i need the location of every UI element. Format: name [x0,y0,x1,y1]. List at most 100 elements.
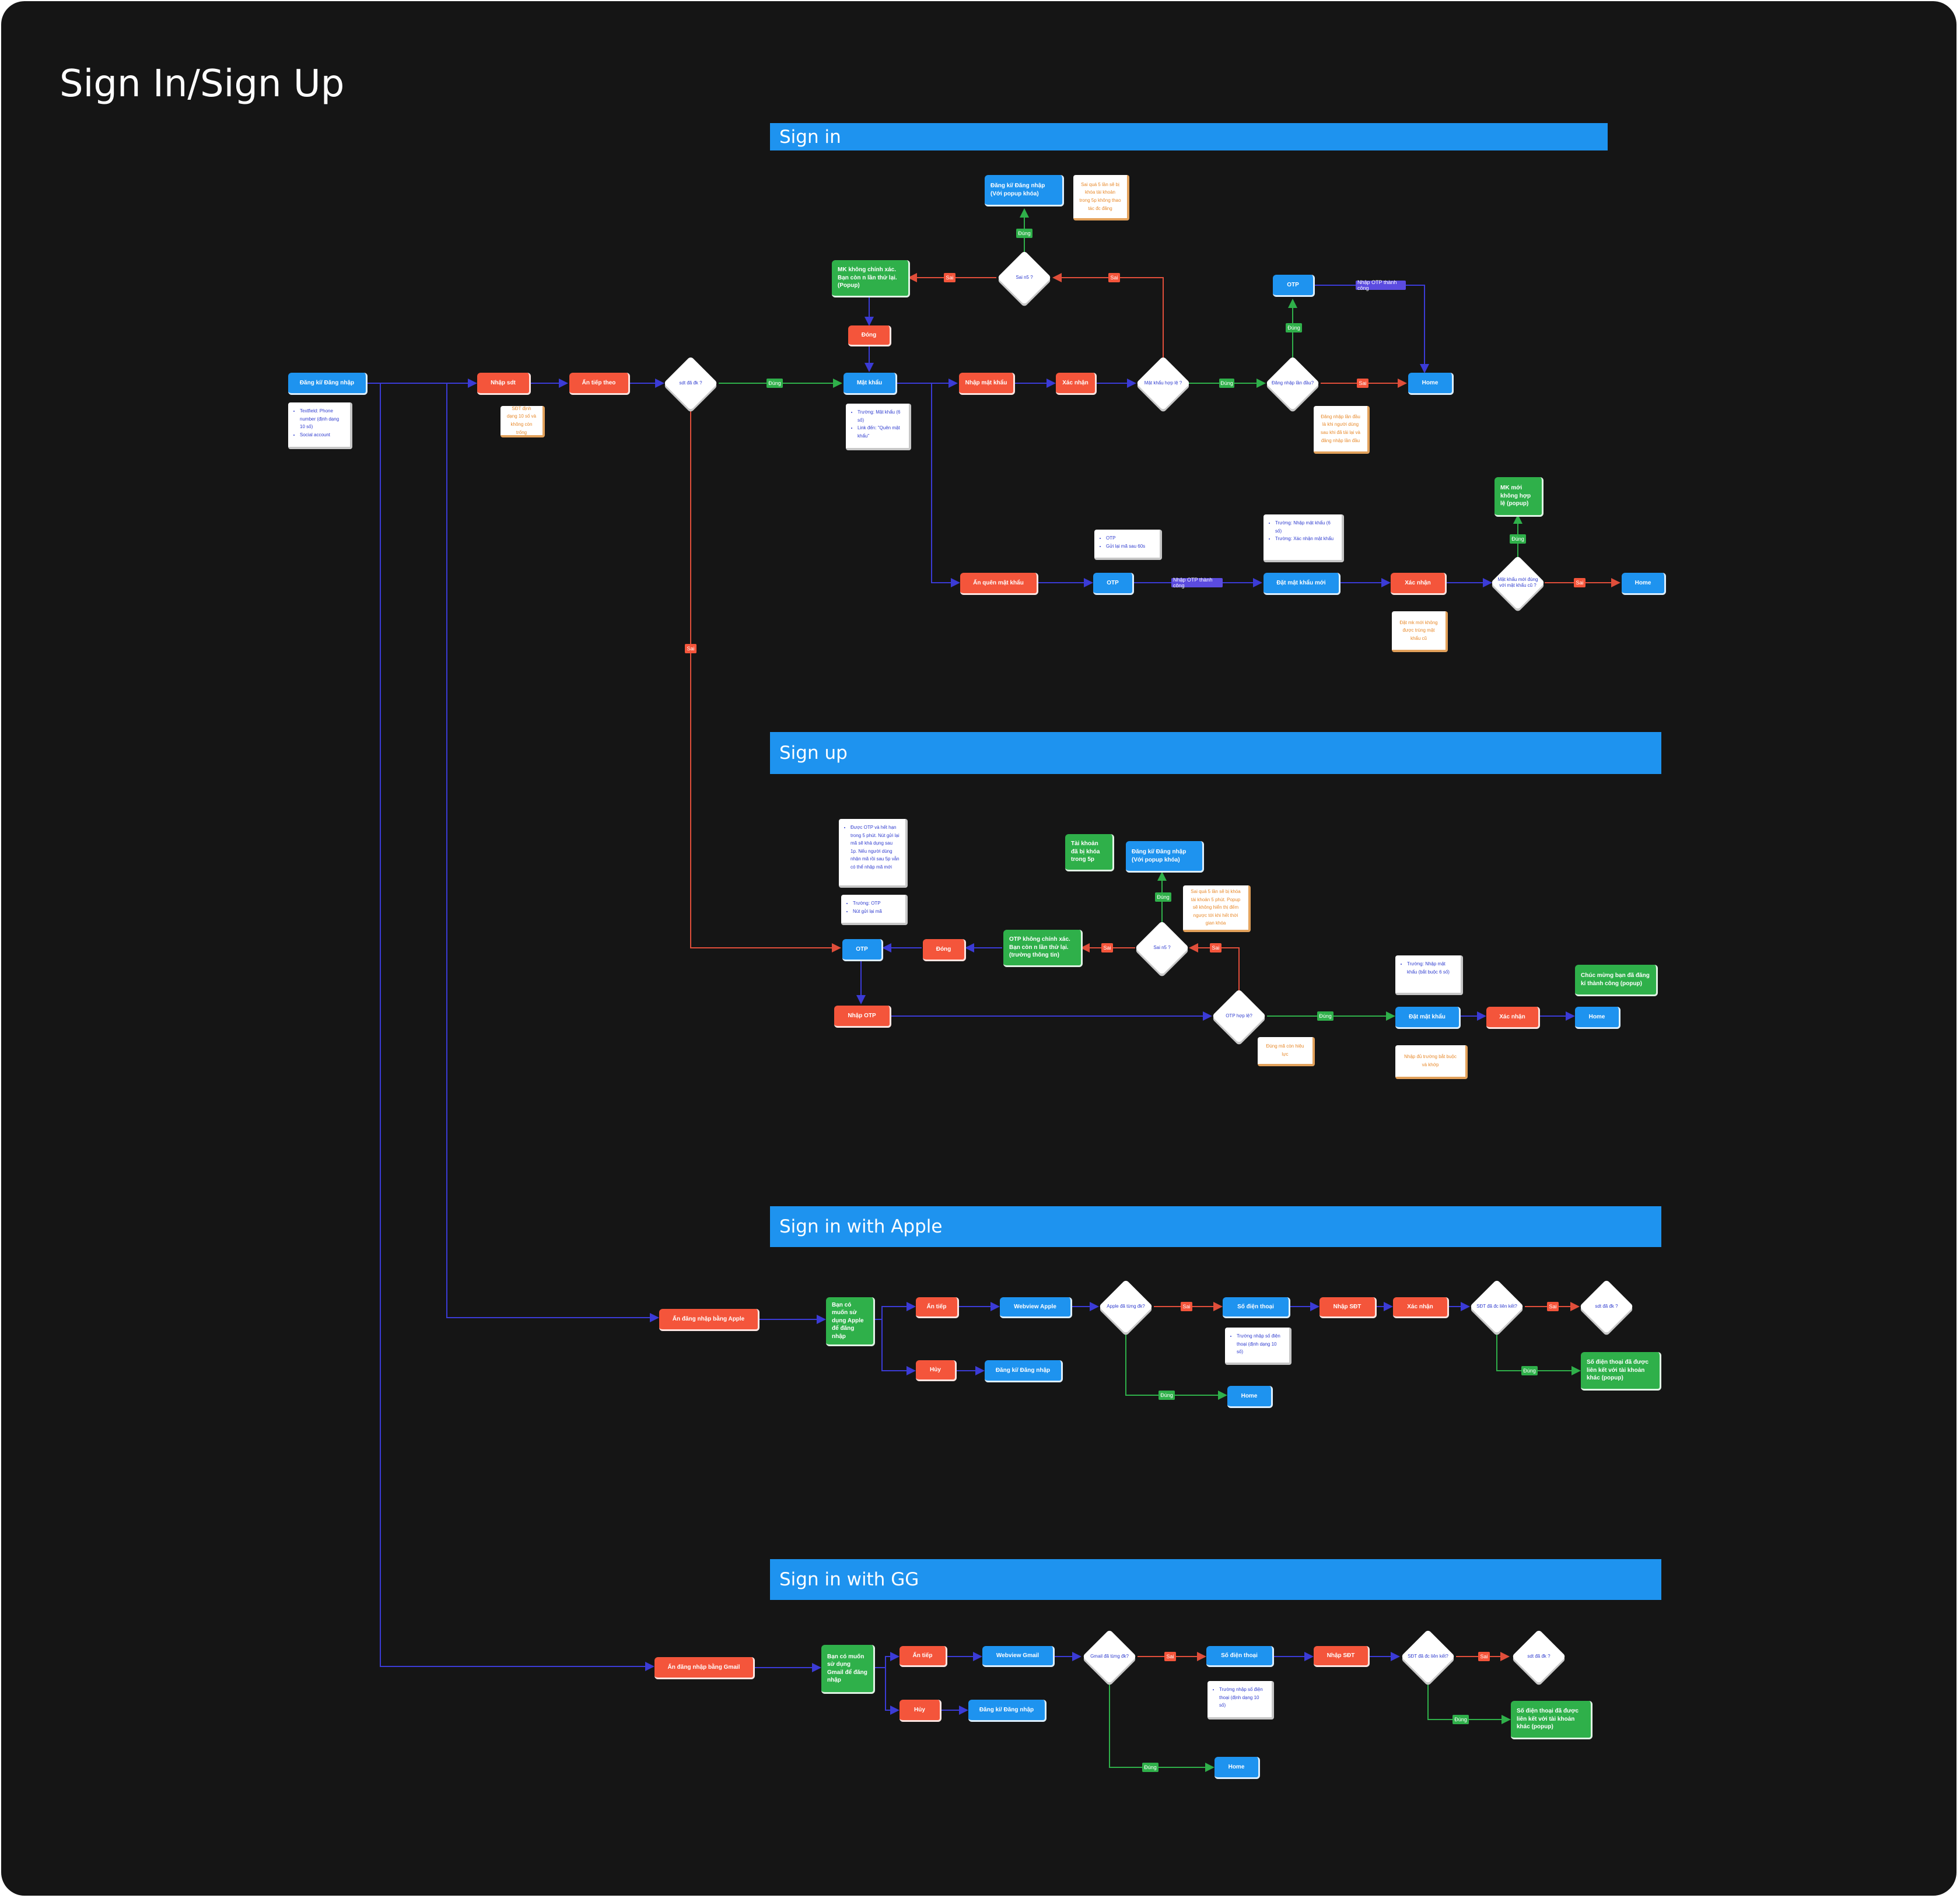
gmail-phone-linked-popup-node[interactable]: Số điện thoại đã được liên kết với tài k… [1511,1701,1592,1739]
edge-label-yes: Đúng [1142,1763,1158,1772]
apple-enter-phone-node[interactable]: Nhập SĐT [1320,1297,1377,1318]
decision-label: sdt đã đk ? [1595,1303,1618,1309]
note-item: Trường: OTP [853,899,900,908]
edge-label-no: Sai [1164,1652,1176,1661]
section-banner-sign-in-apple: Sign in with Apple [770,1206,1661,1247]
note-item: Trường: Nhập mật khẩu (6 số) [1275,519,1336,535]
decision-label: SĐT đã đc liên kết? [1476,1303,1517,1309]
connector [874,1652,900,1668]
signup-password-fields-note: Trường: Nhập mật khẩu (bắt buộc 6 số) [1395,955,1463,995]
set-new-password-node[interactable]: Đặt mật khẩu mới [1264,573,1340,595]
edge-label-yes: Đúng [1155,892,1171,902]
gmail-home-node[interactable]: Home [1214,1757,1260,1779]
connector [885,1668,900,1715]
note-item: Được OTP và hết hạn trong 5 phút. Nút gử… [850,824,900,871]
edge-label-yes: Đúng [1521,1366,1538,1375]
connector [874,1302,916,1320]
wrong-password-popup-node[interactable]: MK không chính xác. Bạn còn n lần thử lạ… [832,260,910,297]
start-node[interactable]: Đăng kí/ Đăng nhập [288,373,368,395]
otp-reset-node[interactable]: OTP [1093,573,1134,595]
signup-home-node[interactable]: Home [1575,1007,1620,1029]
apple-confirm-prompt-node[interactable]: Bạn có muốn sử dụng Apple để đăng nhập [826,1297,875,1346]
note-item: Trường: Xác nhận mật khẩu [1275,535,1336,543]
decision-label: sdt đã đk ? [679,380,702,386]
signup-otp-node[interactable]: OTP [842,939,883,961]
apple-phone-linked-popup-node[interactable]: Số điện thoại đã được liên kết với tài k… [1581,1352,1661,1391]
apple-webview-node[interactable]: Webview Apple [1000,1297,1072,1318]
decision-label: Gmail đã từng đk? [1090,1653,1129,1659]
gmail-enter-phone-node[interactable]: Nhập SĐT [1314,1646,1370,1667]
apple-confirm-node[interactable]: Xác nhận [1393,1297,1449,1318]
confirm-new-password-node[interactable]: Xác nhận [1391,573,1447,595]
note-item: Gửi lại mã sau 60s [1106,542,1154,551]
confirm-node[interactable]: Xác nhận [1056,373,1097,395]
locked-popup-node[interactable]: Đăng kí/ Đăng nhập (Với popup khóa) [985,175,1064,206]
signup-close-node[interactable]: Đóng [923,939,966,961]
signup-otp-fields-note: Trường: OTPNút gửi lại mã [841,895,908,925]
first-login-note: Đăng nhập lần đầu là khi người dùng sau … [1314,406,1370,454]
password-node[interactable]: Mật khẩu [844,373,897,395]
otp-node[interactable]: OTP [1273,275,1315,297]
edge-label-otp-success: Nhập OTP thành công [1356,279,1406,291]
account-locked-node[interactable]: Tài khoản đã bị khóa trong 5p [1065,834,1114,871]
edge-label-no: Sai [685,644,696,653]
decision-label: Mật khẩu hợp lệ ? [1144,380,1182,386]
edge-label-no: Sai [1181,1302,1192,1311]
invalid-new-password-popup-node[interactable]: MK mới không hợp lệ (popup) [1494,477,1544,517]
password-fields-note: Trường: Mật khẩu (6 số)Link đến: "Quên m… [846,404,911,450]
enter-otp-node[interactable]: Nhập OTP [834,1006,891,1028]
connector [1496,1328,1581,1375]
apple-signin-node[interactable]: Đăng kí/ Đăng nhập [985,1360,1063,1382]
edge-label-no: Sai [1574,578,1586,587]
connector [1427,1678,1511,1724]
enter-phone-node[interactable]: Nhập sdt [477,373,531,395]
edge-label-no: Sai [1547,1302,1559,1311]
apple-phone-node[interactable]: Số điện thoại [1223,1297,1290,1318]
edge-label-yes: Đúng [1016,229,1032,238]
apple-login-node[interactable]: Ấn đăng nhập bằng Apple [659,1309,760,1331]
signup-confirm-node[interactable]: Xác nhận [1486,1007,1540,1029]
connector [690,404,841,952]
signup-success-popup-node[interactable]: Chúc mừng bạn đã đăng kí thành công (pop… [1575,965,1658,996]
connector [368,383,654,1671]
note-item: Nút gửi lại mã [853,908,900,916]
gmail-login-node[interactable]: Ấn đăng nhập bằng Gmail [654,1657,755,1679]
section-banner-sign-in: Sign in [770,123,1608,150]
connector [1125,1328,1227,1400]
gmail-cancel-node[interactable]: Hủy [900,1700,942,1722]
decision-label: sdt đã đk ? [1527,1653,1550,1659]
signup-locked-popup-node[interactable]: Đăng kí/ Đăng nhập (Với popup khóa) [1126,841,1204,873]
home-node[interactable]: Home [1408,373,1454,395]
gmail-confirm-prompt-node[interactable]: Bạn có muốn sử dụng Gmail để đăng nhập [821,1645,875,1694]
edge-label-yes: Đúng [766,379,783,388]
decision-label: Sai n5 ? [1153,944,1171,950]
wrong-otp-node[interactable]: OTP không chính xác. Bạn còn n lần thử l… [1003,930,1083,967]
signup-set-password-node[interactable]: Đặt mật khẩu [1395,1007,1461,1029]
signup-lock-rule-note: Sai quá 5 lần sẽ bị khóa tài khoản 5 phú… [1183,885,1251,932]
gmail-webview-node[interactable]: Webview Gmail [982,1646,1055,1667]
note-item: Trường: Nhập mật khẩu (bắt buộc 6 số) [1407,960,1455,976]
gmail-continue-node[interactable]: Ấn tiếp [900,1646,947,1667]
connector [368,383,659,1322]
note-item: Textfield: Phone number (định dạng 10 số… [300,407,344,431]
note-item: Trường: Mật khẩu (6 số) [858,408,903,424]
apple-continue-node[interactable]: Ấn tiếp [916,1297,959,1318]
edge-label-yes: Đúng [1452,1715,1469,1724]
apple-cancel-node[interactable]: Hủy [916,1360,957,1381]
apple-home-node[interactable]: Home [1227,1386,1273,1408]
edge-label-yes: Đúng [1158,1391,1175,1400]
edge-label-yes: Đúng [1219,379,1234,388]
forgot-password-node[interactable]: Ấn quên mật khẩu [960,573,1038,595]
section-banner-sign-up: Sign up [770,732,1661,774]
gmail-signin-node[interactable]: Đăng kí/ Đăng nhập [968,1700,1046,1722]
connector [895,383,960,587]
gmail-phone-node[interactable]: Số điện thoại [1206,1646,1274,1667]
enter-password-node[interactable]: Nhập mật khẩu [959,373,1015,395]
close-node[interactable]: Đóng [848,325,891,346]
home-after-reset-node[interactable]: Home [1622,573,1666,595]
note-item: Trường nhập số điện thoại (định dạng 10 … [1237,1332,1283,1356]
page-title: Sign In/Sign Up [60,62,345,106]
next-node[interactable]: Ấn tiếp theo [569,373,630,395]
note-item: Link đến: "Quên mật khẩu" [858,424,903,440]
